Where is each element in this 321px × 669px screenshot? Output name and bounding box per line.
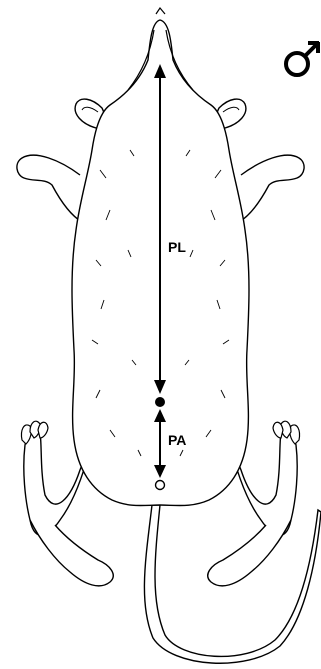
right-forelimb	[239, 155, 304, 222]
left-hind-foot	[30, 520, 113, 586]
pa-label: PA	[168, 432, 186, 448]
measurement-point-open	[156, 481, 165, 490]
right-hind-foot	[208, 520, 291, 586]
left-forelimb	[17, 155, 82, 222]
pl-label: PL	[168, 239, 186, 255]
male-symbol-icon	[286, 42, 319, 75]
measurement-point-filled	[155, 397, 165, 407]
